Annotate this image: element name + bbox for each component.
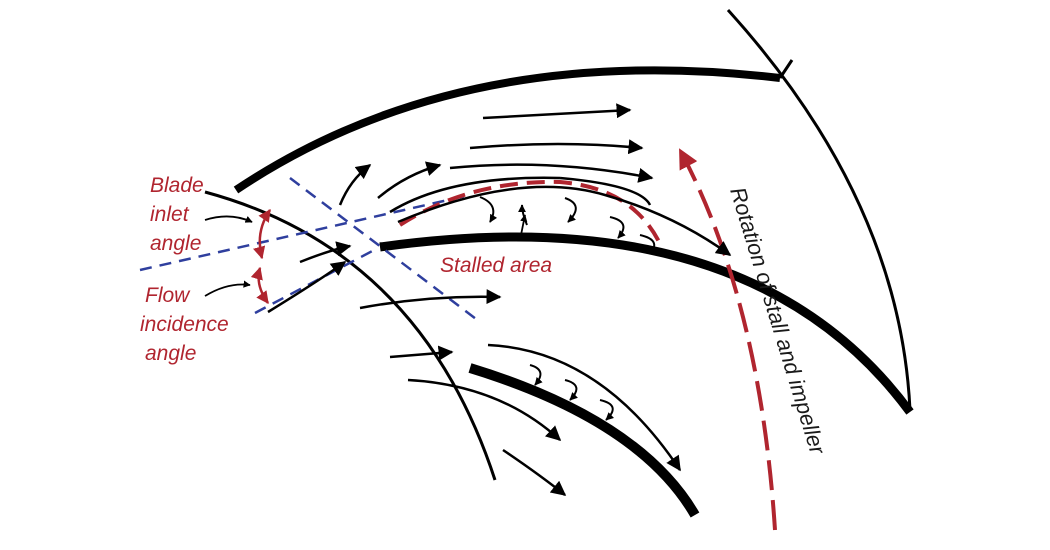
flow-incidence-label-line2: incidence: [140, 313, 229, 336]
swirl-arrow: [479, 196, 498, 223]
swirl-arrow: [564, 379, 578, 401]
top-blade-tip: [778, 59, 794, 79]
blade-inlet-leader: [204, 215, 253, 223]
flow-arrow: [407, 378, 562, 442]
flow-arrow: [502, 448, 567, 496]
blade-inlet-angle-arc: [253, 208, 272, 260]
flow-arrows: [267, 103, 732, 496]
flow-arrow: [559, 176, 652, 206]
flow-arrow: [449, 163, 654, 183]
blade-inlet-label-line1: Blade: [150, 174, 204, 197]
stall-swirls: [479, 196, 658, 421]
flow-arrow: [482, 103, 632, 120]
blade-inlet-label-line3: angle: [150, 232, 201, 255]
lower-blade: [468, 363, 700, 518]
stalled-area-boundary: [398, 179, 664, 249]
flow-arrow: [338, 164, 372, 206]
swirl-arrow: [564, 197, 577, 223]
flow-arrow: [487, 343, 682, 472]
label-leaders: [204, 214, 528, 297]
flow-arrow: [397, 185, 732, 257]
swirl-arrow: [599, 399, 614, 421]
middle-blade: [379, 232, 914, 415]
stalled-area-label: Stalled area: [440, 254, 552, 277]
flow-arrow: [359, 289, 502, 310]
swirl-arrow: [518, 204, 528, 226]
flow-arrow: [267, 260, 347, 314]
flow-incidence-label-line3: angle: [145, 342, 196, 365]
flow-incidence-label-line1: Flow: [145, 284, 191, 307]
swirl-arrow: [639, 234, 658, 255]
flow-arrow: [469, 139, 644, 155]
rotation-arrow: [678, 148, 777, 531]
top-blade: [233, 66, 781, 194]
outer-shroud-curve: [726, 8, 912, 411]
flow-arrow: [389, 176, 561, 214]
stalled-area-leader: [519, 214, 528, 241]
flow-arrow: [299, 241, 352, 264]
flow-incidence-angle-arc: [250, 266, 270, 305]
flow-arrow: [377, 161, 442, 199]
flow-incidence-leader: [204, 280, 251, 297]
swirl-arrow: [529, 364, 543, 386]
swirl-arrow: [609, 216, 626, 239]
blade-angle-guide-line: [139, 193, 471, 272]
flow-arrow: [389, 345, 454, 361]
blade-inlet-label-line2: inlet: [150, 203, 190, 226]
